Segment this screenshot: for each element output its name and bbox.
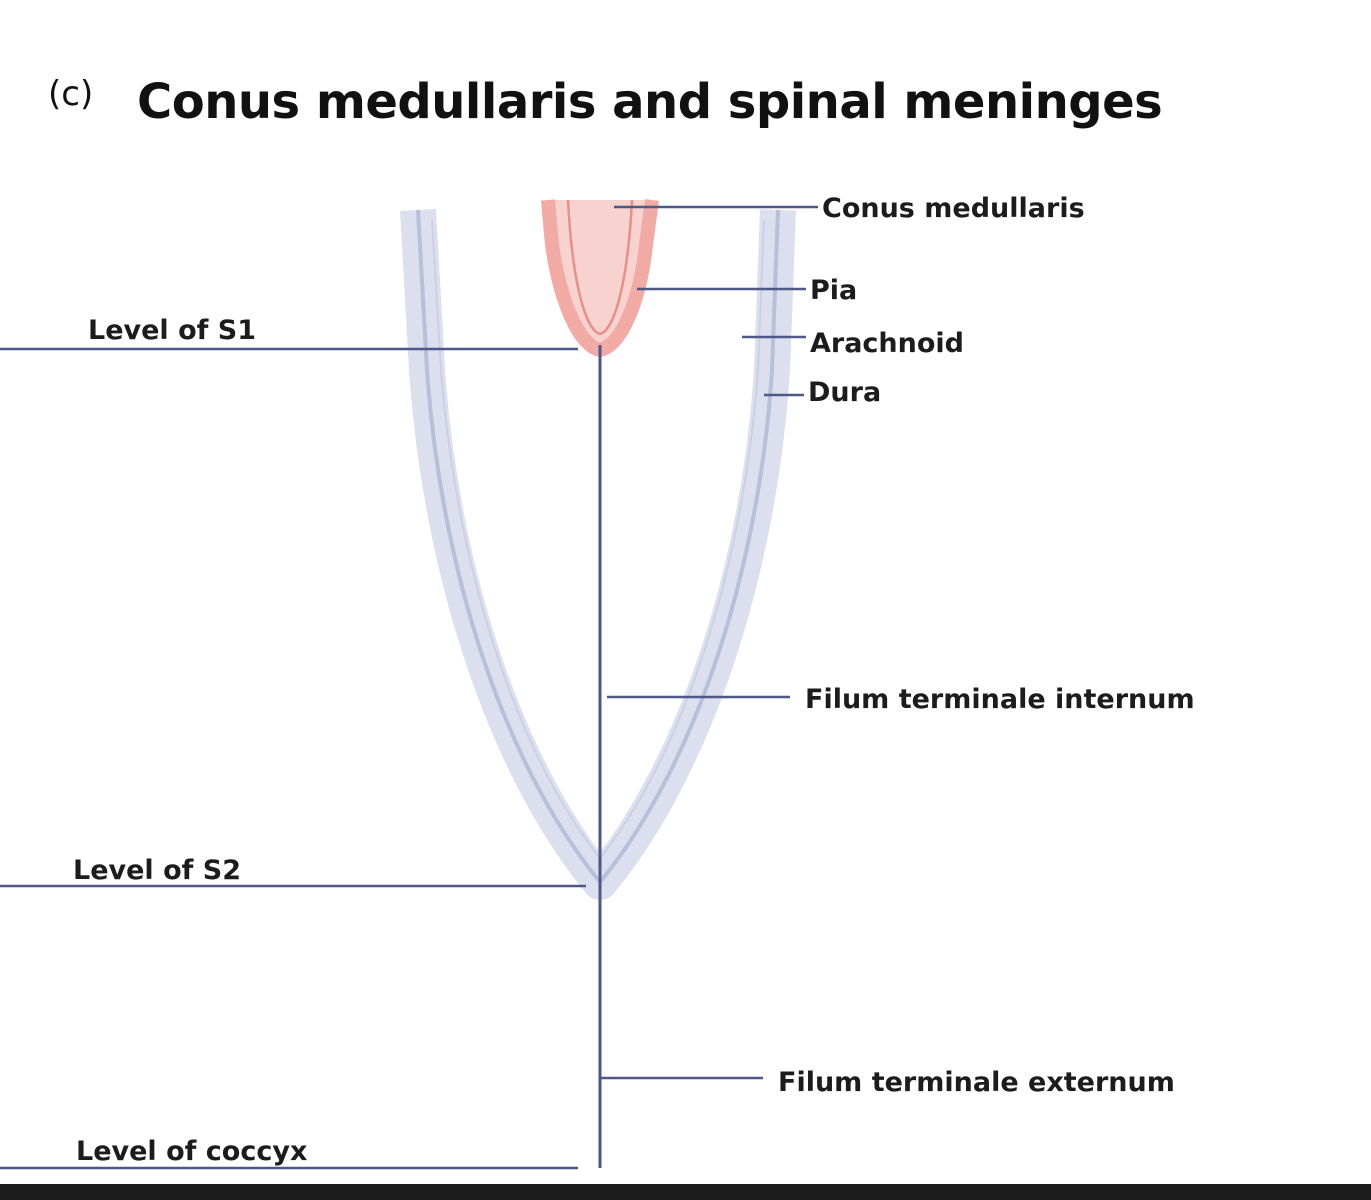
label-level-s1: Level of S1 bbox=[88, 315, 256, 346]
bottom-bar bbox=[0, 1184, 1371, 1200]
label-dura: Dura bbox=[808, 377, 881, 408]
label-filum-externum: Filum terminale externum bbox=[778, 1067, 1175, 1098]
title-block: (c) Conus medullaris and spinal meninges bbox=[0, 0, 1371, 160]
label-conus-medullaris: Conus medullaris bbox=[822, 193, 1085, 224]
label-level-s2: Level of S2 bbox=[73, 855, 241, 886]
label-pia: Pia bbox=[810, 275, 857, 306]
diagram-title: Conus medullaris and spinal meninges bbox=[137, 74, 1163, 130]
panel-letter: (c) bbox=[48, 74, 94, 114]
label-arachnoid: Arachnoid bbox=[810, 328, 964, 359]
conus-medullaris-shape bbox=[541, 199, 659, 358]
label-filum-internum: Filum terminale internum bbox=[805, 684, 1195, 715]
label-level-coccyx: Level of coccyx bbox=[76, 1136, 307, 1167]
